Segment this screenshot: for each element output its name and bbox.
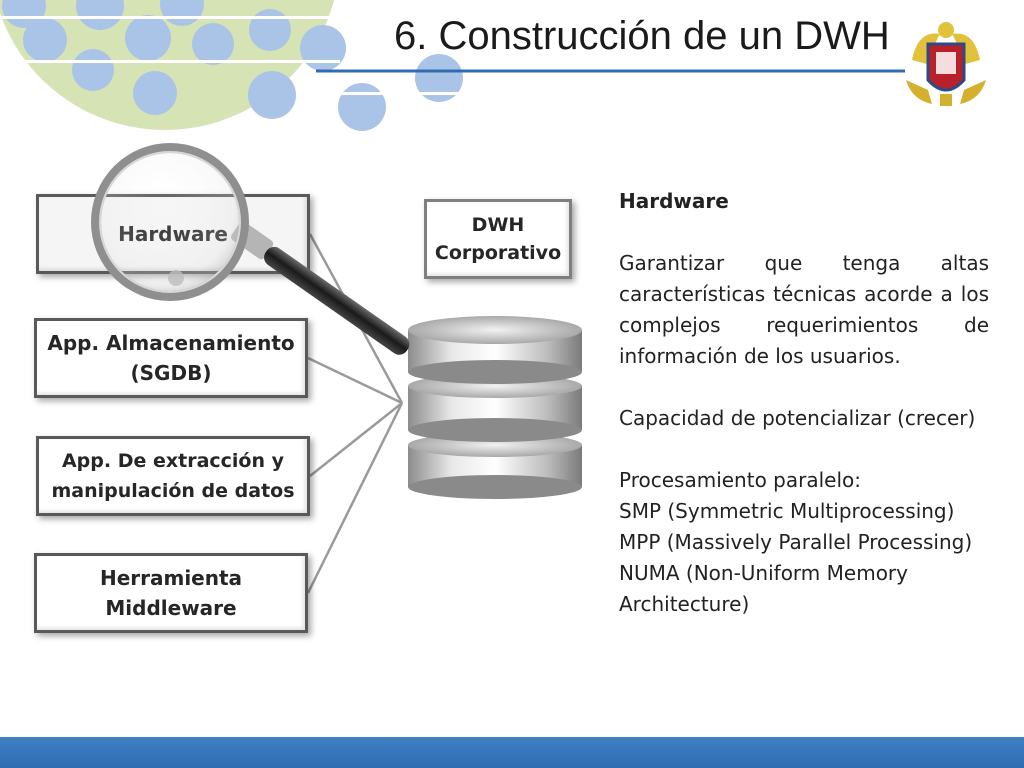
info-panel: Hardware Garantizar que tenga altas cara… (619, 186, 989, 620)
component-box-middleware: Herramienta Middleware (34, 553, 308, 633)
component-label: Hardware (118, 222, 228, 246)
component-label: Herramienta Middleware (99, 566, 243, 620)
component-label: App. De extracción y manipulación de dat… (51, 450, 295, 502)
database-icon (408, 316, 582, 499)
component-box-hardware: Hardware (36, 194, 310, 274)
connector-lines (306, 233, 404, 594)
info-parallel-title: Procesamiento paralelo: (619, 468, 861, 492)
info-item-smp: SMP (Symmetric Multiprocessing) (619, 499, 955, 523)
footer-bar (0, 737, 1024, 768)
component-box-storage-app: App. Almacenamiento (SGDB) (34, 318, 308, 398)
target-box-dwh: DWH Corporativo (424, 199, 572, 279)
info-capacity: Capacidad de potencializar (crecer) (619, 406, 976, 430)
info-description: Garantizar que tenga altas característic… (619, 251, 989, 368)
page-title: 6. Construcción de un DWH (394, 14, 890, 58)
target-label: DWH Corporativo (434, 214, 562, 264)
info-heading: Hardware (619, 189, 729, 213)
component-label: App. Almacenamiento (SGDB) (47, 331, 295, 385)
background-bubbles (0, 0, 463, 131)
info-item-mpp: MPP (Massively Parallel Processing) (619, 530, 973, 554)
info-item-numa: NUMA (Non-Uniform Memory Architecture) (619, 561, 908, 616)
university-crest-icon (906, 22, 986, 106)
component-box-extraction-app: App. De extracción y manipulación de dat… (36, 436, 310, 516)
